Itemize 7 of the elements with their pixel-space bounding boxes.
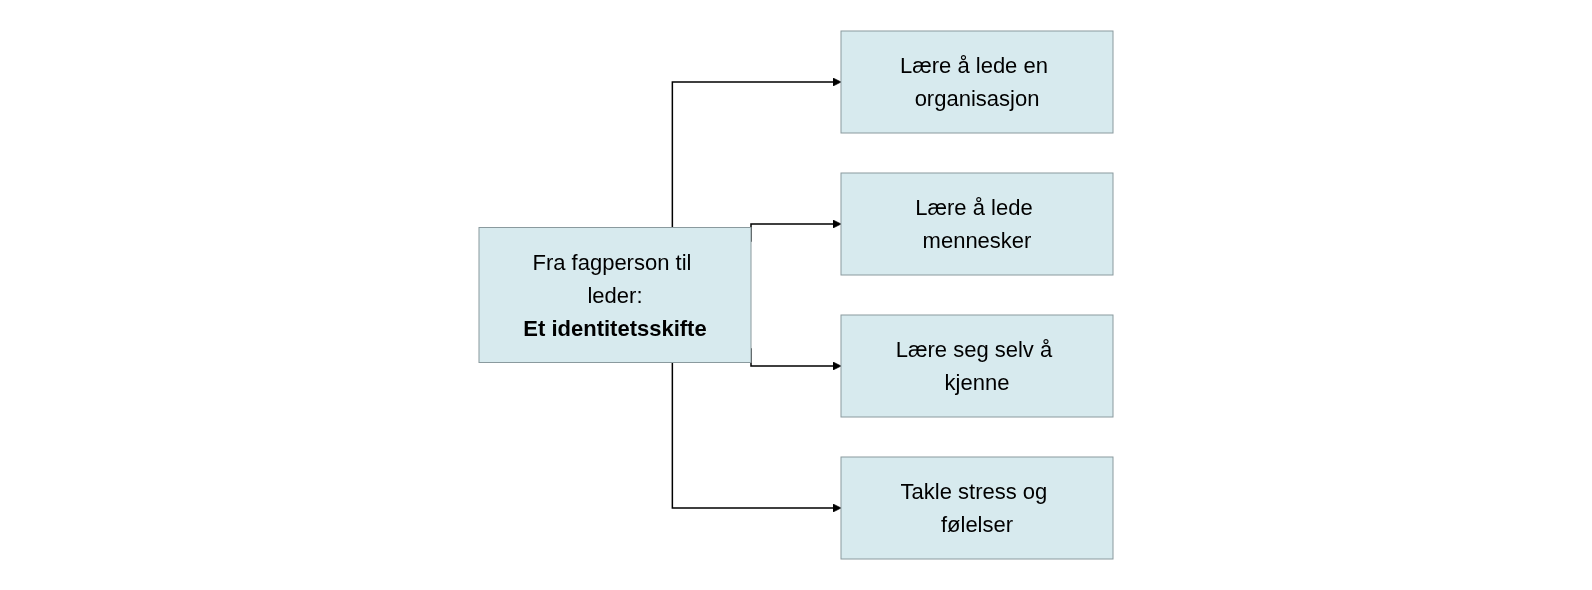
node-box: Lære seg selv å kjenne (840, 314, 1114, 418)
node-box: Takle stress og følelser (840, 456, 1114, 560)
node-box: Fra fagperson til leder: Et identitetsskifte (478, 227, 752, 363)
arrow (671, 77, 842, 229)
arrow (671, 361, 842, 513)
node-box: Lære å lede en organisasjon (840, 30, 1114, 134)
node-box: Lære å lede mennesker (840, 172, 1114, 276)
